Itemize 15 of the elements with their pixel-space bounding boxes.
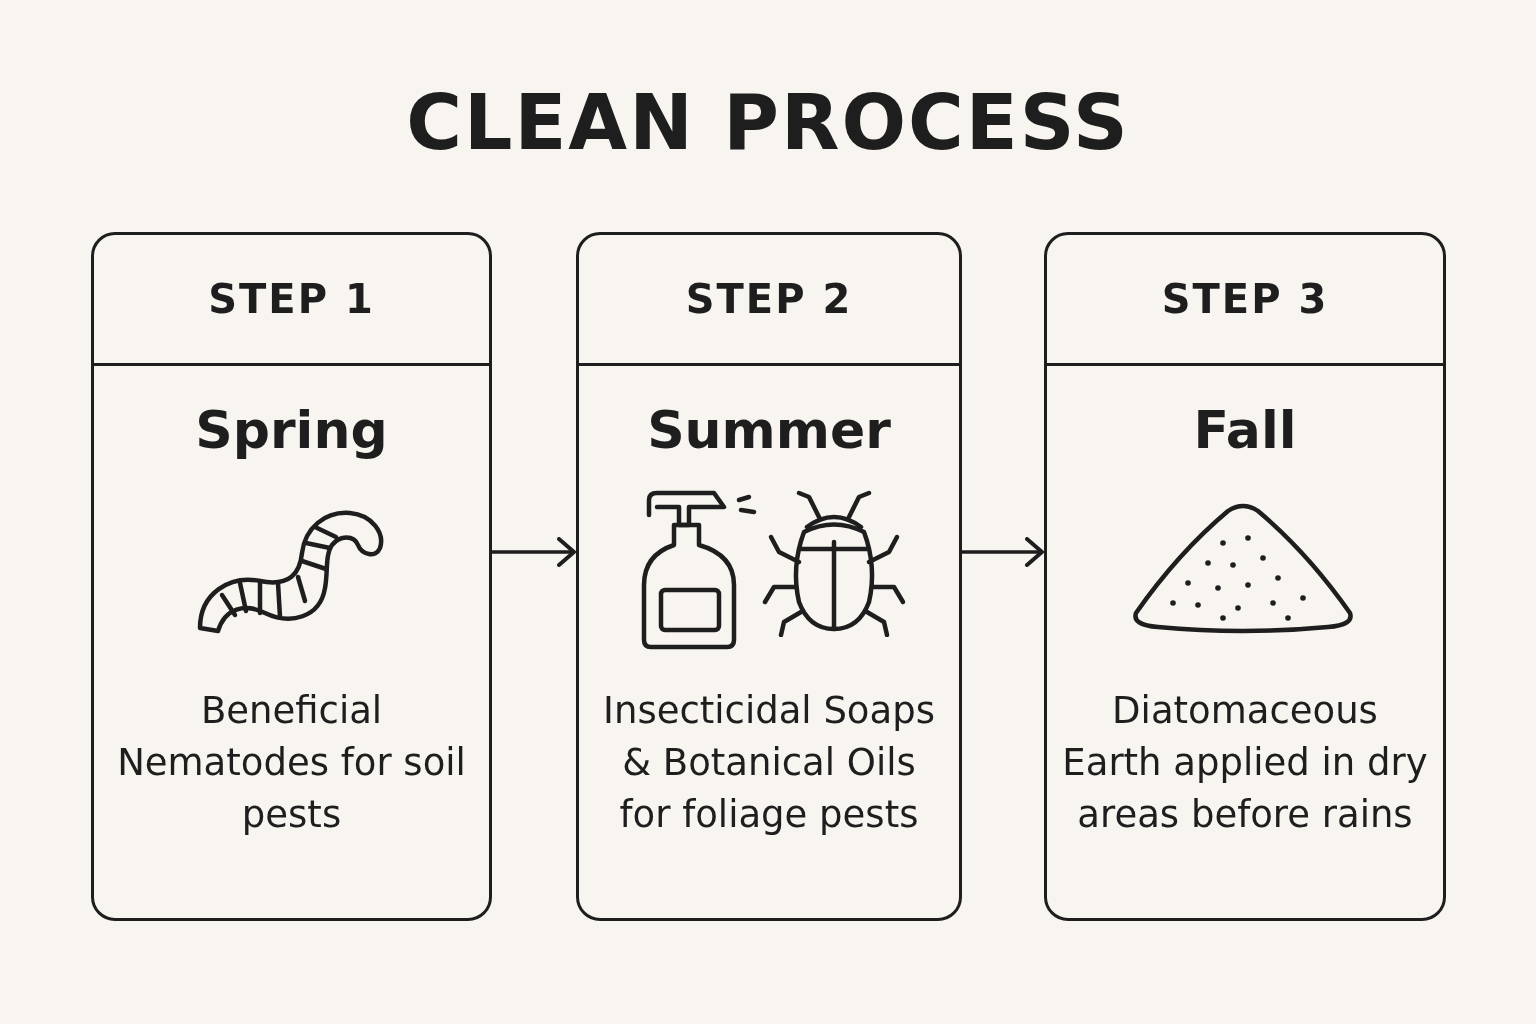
- season-heading: Fall: [1193, 400, 1297, 460]
- step-label: STEP 1: [208, 276, 375, 322]
- season-heading: Spring: [195, 400, 388, 460]
- description-text: Insecticidal Soaps & Botanical Oils for foliage pests: [603, 689, 935, 836]
- step-label: STEP 2: [685, 276, 853, 322]
- title: CLEAN PROCESS: [405, 78, 1131, 167]
- arrow: [492, 537, 576, 567]
- season-heading: Summer: [647, 400, 891, 460]
- description-text: Diatomaceous Earth applied in dry areas before rains: [1062, 689, 1428, 836]
- step-label: STEP 3: [1161, 276, 1329, 322]
- arrow: [962, 537, 1044, 567]
- description-text: Beneficial Nematodes for soil pests: [117, 689, 466, 836]
- step-card: [576, 232, 962, 921]
- step-card: [1044, 232, 1446, 921]
- step-card: [91, 232, 492, 921]
